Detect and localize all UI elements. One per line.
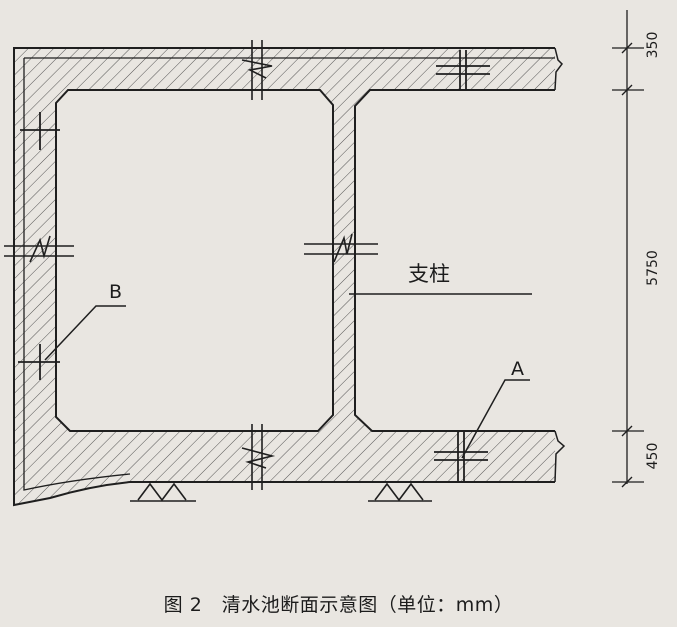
ground-symbol-right xyxy=(368,482,432,502)
dimension-top-slab: 350 xyxy=(645,31,661,59)
column-label: 支柱 xyxy=(408,262,450,286)
waterstop-top-right xyxy=(436,50,490,90)
concrete-section xyxy=(14,48,555,505)
ground-symbol-left xyxy=(130,482,196,502)
dimension-chain xyxy=(612,10,644,488)
a-leader-line xyxy=(461,379,530,459)
waterstop-left-upper xyxy=(20,112,60,150)
outer-outline xyxy=(13,47,555,507)
joint-bottom-slab xyxy=(241,424,276,490)
point-b-label: B xyxy=(109,281,123,303)
waterstop-left-b xyxy=(18,344,60,380)
dimension-bottom-slab: 450 xyxy=(645,442,661,470)
point-a-label: A xyxy=(511,358,524,380)
right-cavity-outline xyxy=(354,89,555,432)
joint-middle-wall xyxy=(304,233,378,263)
outer-inner-line xyxy=(23,58,131,491)
left-cavity-outline xyxy=(55,89,334,432)
top-break-line xyxy=(554,47,563,91)
b-leader-line xyxy=(44,305,126,361)
joint-top-slab xyxy=(241,40,273,100)
figure-caption: 图 2 清水池断面示意图（单位：mm） xyxy=(163,594,514,616)
dimension-wall-height: 5750 xyxy=(645,250,661,286)
joint-left-wall xyxy=(4,235,74,263)
bottom-break-line xyxy=(554,430,566,483)
waterstop-bottom-a xyxy=(434,432,488,482)
